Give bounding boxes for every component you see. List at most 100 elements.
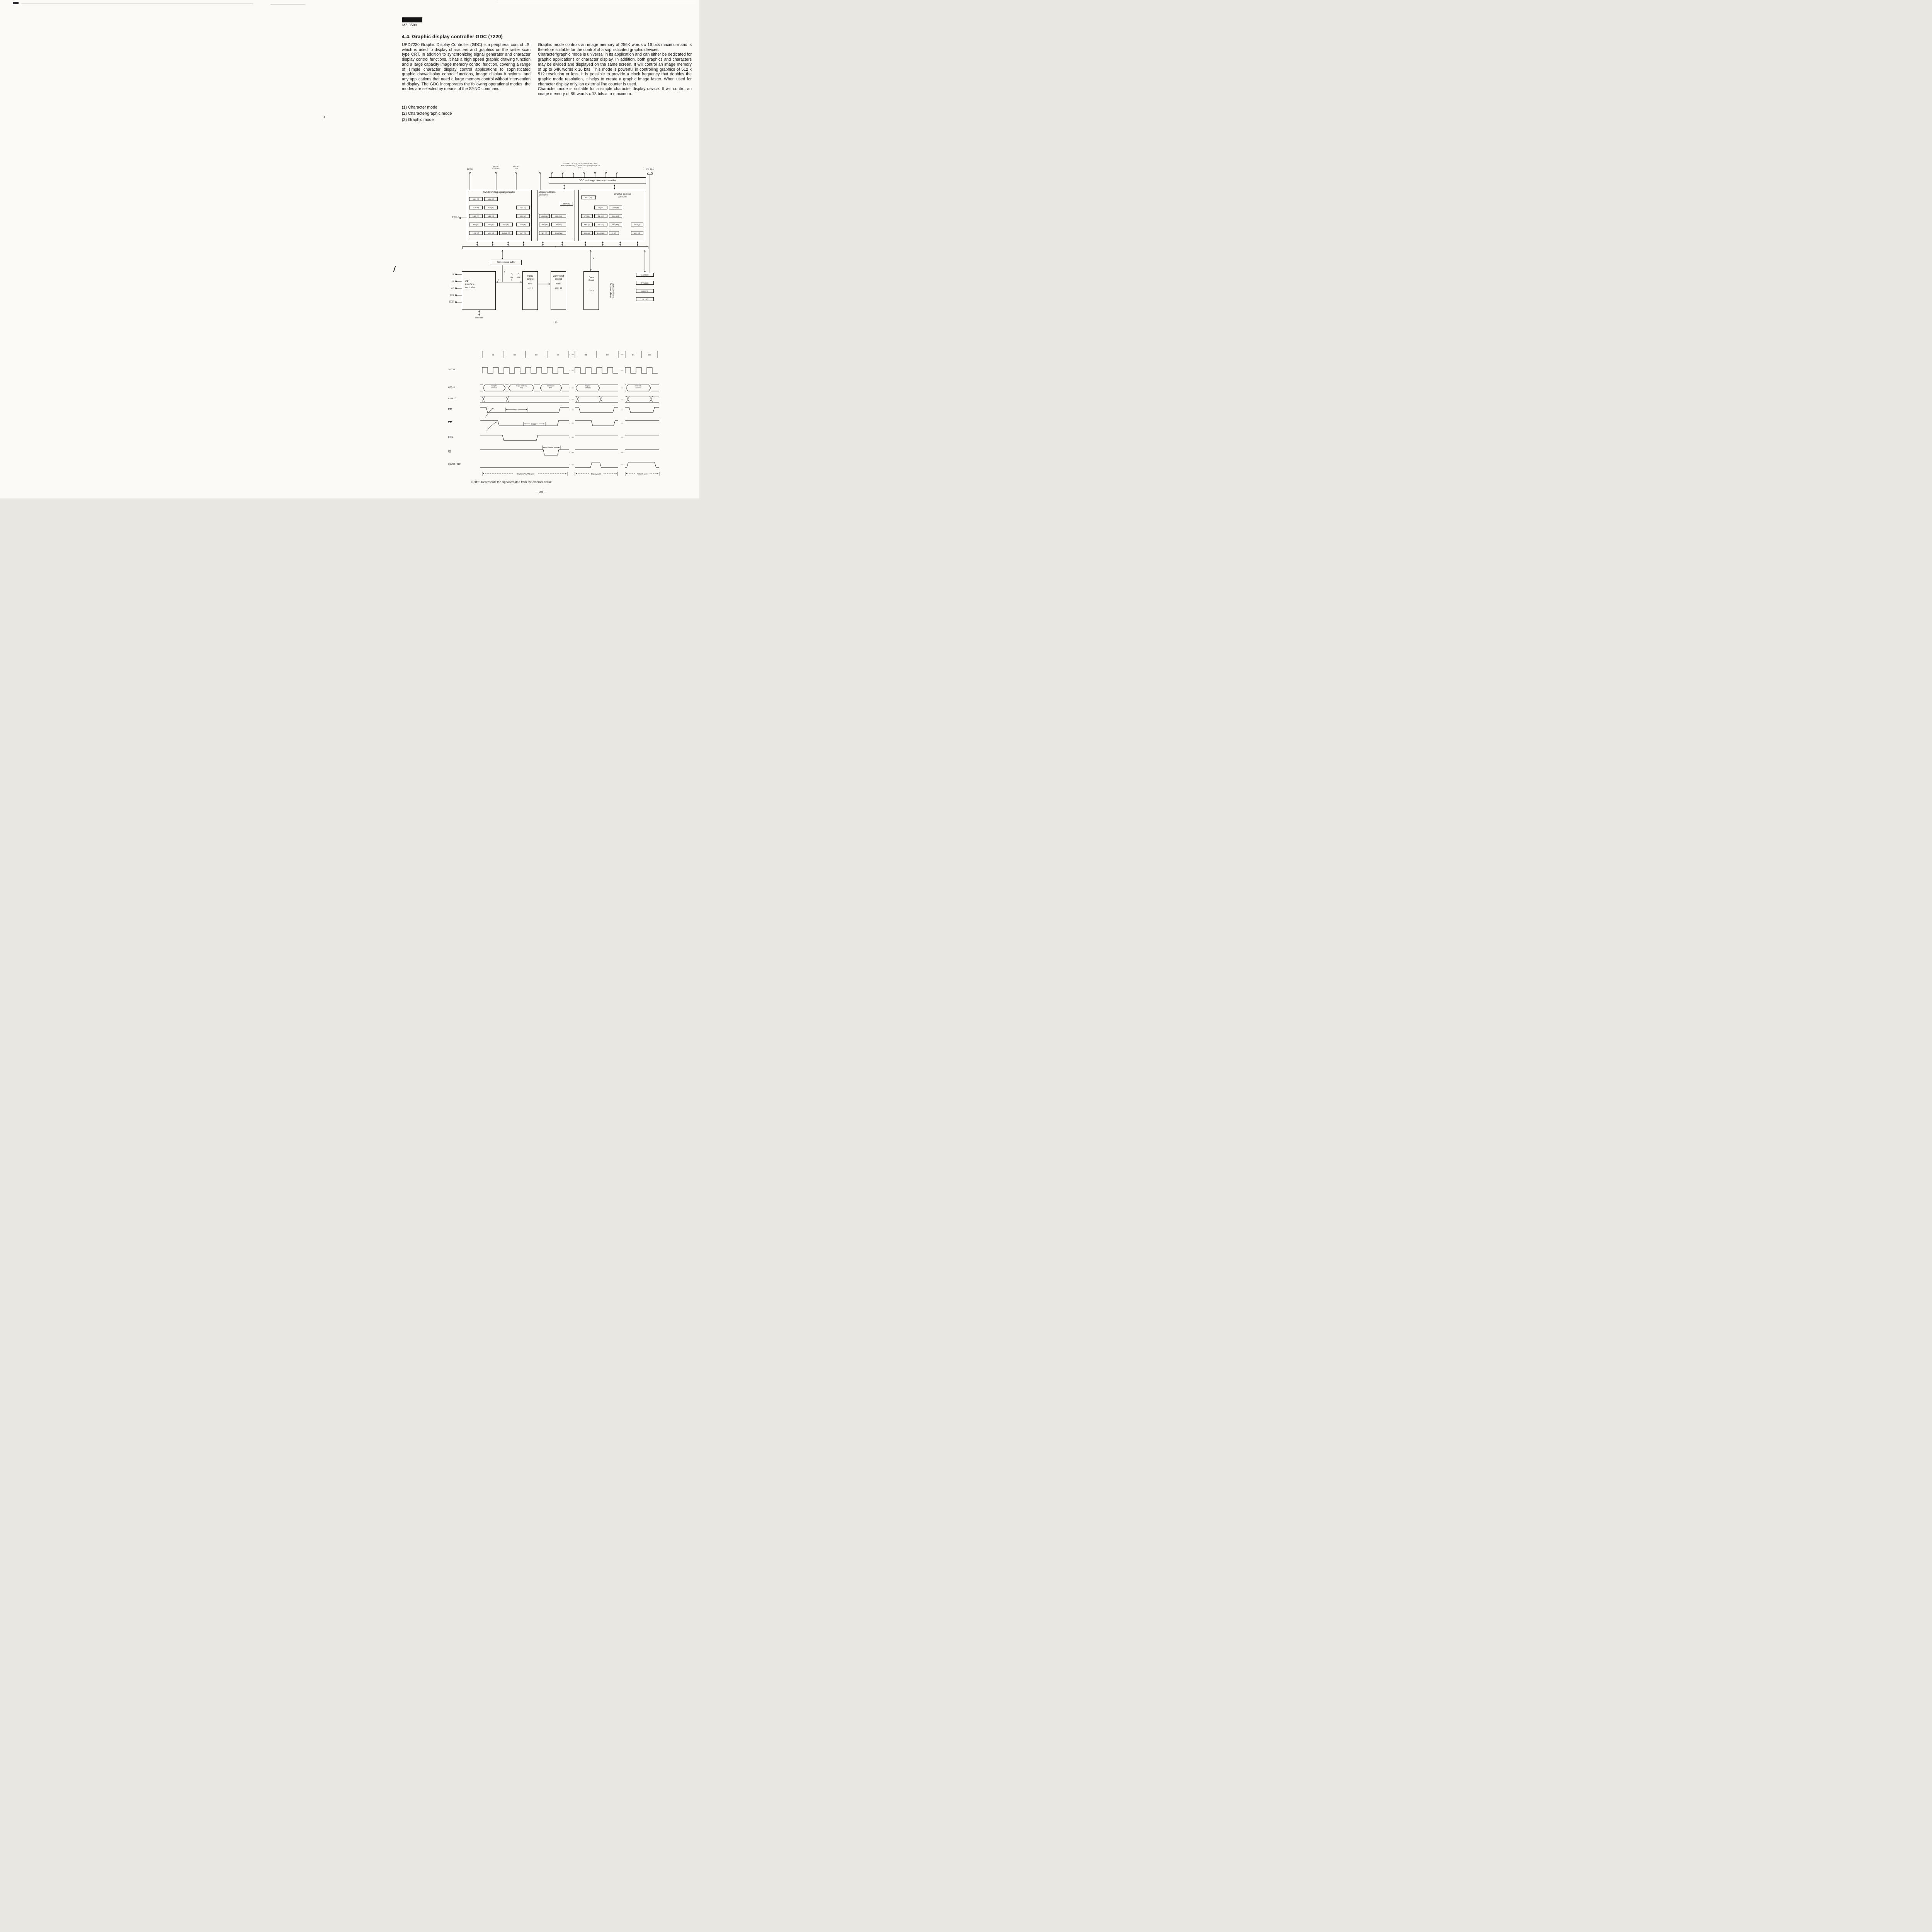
bus-phase-label: Correction data	[547, 385, 554, 389]
annotation-read: READ	[505, 408, 528, 412]
internal-bus-bar: 8	[463, 246, 648, 249]
cycle-ticks: E1 E2 E3 E4 D1 D2 D1 D2	[482, 351, 658, 358]
pin-label-dbin: DBIN	[650, 168, 654, 170]
waveform-ras	[480, 407, 659, 418]
register-box: SL (20)	[551, 223, 566, 226]
pin-label-drq: DRQ	[450, 294, 454, 296]
buffer-junction-wires: 8 9 9	[496, 265, 551, 285]
register-box: L/R (5)	[516, 214, 530, 218]
scan-artifact-blob	[13, 2, 19, 4]
register-box: HFP (6)	[469, 231, 483, 235]
cycle-cell-label: D2	[648, 354, 651, 356]
display-address-controller-box: Display address controller REF (5) ZR2 (…	[537, 190, 575, 241]
register-box: EAD (18)	[594, 231, 607, 235]
register-box: LC1 (9)	[484, 197, 498, 201]
annotation-label: READ	[514, 409, 519, 411]
register-box: CST (5)	[516, 231, 530, 235]
pin-label-2xcclk: 2×CCLK	[452, 216, 459, 218]
cycle-cell-label: E1	[492, 354, 494, 356]
bus-branch-arrows: 8	[501, 250, 646, 273]
register-box: AU3 (4)	[609, 206, 622, 209]
sync-signal-generator-box: Synchronizing signal generator CC1 (8) L…	[467, 190, 532, 241]
pin-label-data-b: DB0–DB7	[475, 317, 483, 319]
pin-label-dack: DACK	[449, 301, 454, 303]
cycle-span-label: Refresh cycle	[637, 473, 648, 475]
right-column: Graphic mode controls an image memory of…	[538, 43, 692, 97]
left-column: UPD7220 Graphic Display Controller (GDC)…	[402, 43, 531, 92]
redacted-stamp	[402, 17, 422, 22]
right-paragraph: Character/graphic mode is universal in i…	[538, 52, 692, 87]
register-box: D (14)	[594, 206, 607, 209]
register-box: HS (5)	[469, 223, 483, 226]
bus-width-8: 8	[555, 247, 556, 249]
block-subtitle: ROM 128 × 14	[554, 283, 562, 290]
waveform-2xcclk	[482, 367, 658, 374]
cycle-cell-label: D2	[606, 354, 609, 356]
gdc-image-memory-controller-box: GDC — image memory controller	[549, 177, 646, 184]
register-box: ZR1 (4)	[539, 223, 550, 226]
pin-label-a0: A0	[452, 273, 454, 275]
register-box: VBP (4)	[484, 214, 498, 218]
register-box: PS (16)	[636, 297, 654, 301]
register-box: ZW1 (4)	[581, 223, 593, 226]
signal-label-ras: RAS	[448, 408, 452, 411]
signal-label-we: WE	[448, 451, 452, 453]
register-box: LC2 (4)	[516, 206, 530, 209]
cpu-interface-controller-box: CPU interface controller	[462, 271, 496, 310]
cycle-cell-label: E2	[514, 354, 516, 356]
register-box: AU1 (16)	[551, 214, 566, 218]
signal-label-2xcclk: 2×CCLK	[448, 369, 456, 371]
register-box: DIR (3)	[631, 231, 643, 235]
waveform-ad0-15	[480, 384, 659, 391]
model-name: MZ 3500	[402, 23, 417, 27]
register-box: CF (4)	[516, 223, 530, 226]
scan-artifact-mark	[393, 266, 396, 272]
register-box: REF (5)	[560, 202, 573, 206]
register-box: HBP (5)	[469, 214, 483, 218]
mode-list-item: (1) Character mode	[402, 105, 437, 110]
mode-list-item: (2) Character/graphic mode	[402, 111, 452, 116]
waveform-a16-a17	[480, 396, 659, 403]
register-box: C-R (5)	[469, 206, 483, 209]
cycle-spans: Graphic (R/M/W) cycle Display cycle Refr…	[482, 472, 660, 476]
bus-width-9: 9	[511, 279, 512, 281]
waveform-cas	[480, 420, 659, 432]
gdc-box-connectors	[563, 184, 616, 190]
timing-waves-svg: E1 E2 E3 E4 D1 D2 D1 D2	[480, 351, 660, 476]
waveform-we	[480, 449, 659, 456]
pin-label-rd: RD	[451, 280, 454, 282]
register-box: ZR (4)	[539, 231, 550, 235]
pin-label-5v: +5V	[510, 276, 513, 278]
cycle-span-label: Graphic (R/M/W) cycle	[517, 473, 535, 475]
waveform-dbin	[480, 435, 659, 441]
register-box: L/F (9)	[484, 206, 498, 209]
right-paragraph: Character mode is suitable for a simple …	[538, 87, 692, 97]
register-box: FC (4)	[499, 223, 513, 226]
register-box: D2 (14)	[594, 214, 607, 218]
command-control-box: Command control ROM 128 × 14	[551, 271, 566, 310]
pin-label-gnd: GND	[517, 276, 520, 278]
register-box: PTN (16)	[636, 281, 654, 285]
section-title: 4-4. Graphic display controller GDC (722…	[402, 34, 503, 39]
top-pin-wires	[469, 172, 653, 273]
cycle-cell-label: D1	[632, 354, 634, 356]
block-title: Input/ output	[527, 275, 534, 281]
block-title: Graphic address controller	[614, 193, 631, 198]
bit-caption: bit	[554, 321, 558, 323]
register-box: P (8)	[609, 231, 619, 235]
block-title: Data RAM	[588, 276, 594, 282]
cpu-pin-wires	[455, 273, 520, 316]
image-memory-data-controller-label: Image memory data controller	[610, 271, 624, 310]
register-box: VFP (6)	[484, 231, 498, 235]
cycle-cell-label: E4	[557, 354, 559, 356]
timing-diagram: E1 E2 E3 E4 D1 D2 D1 D2	[447, 328, 662, 482]
register-box: Z' (24)	[581, 214, 593, 218]
register-box: VS (5)	[484, 223, 498, 226]
register-box: AU2 (16)	[581, 196, 596, 199]
register-box: DC (14)	[609, 223, 622, 226]
cycle-cell-label: E3	[535, 354, 537, 356]
pin-label-address-cluster: A17(CSR-LC4) A16(LC3) AD15 AD14 AD13 AD0…	[560, 163, 600, 169]
register-box: DAD (16)	[551, 231, 566, 235]
block-title: Display address controller	[539, 191, 556, 196]
scan-artifact-speck	[323, 116, 325, 119]
